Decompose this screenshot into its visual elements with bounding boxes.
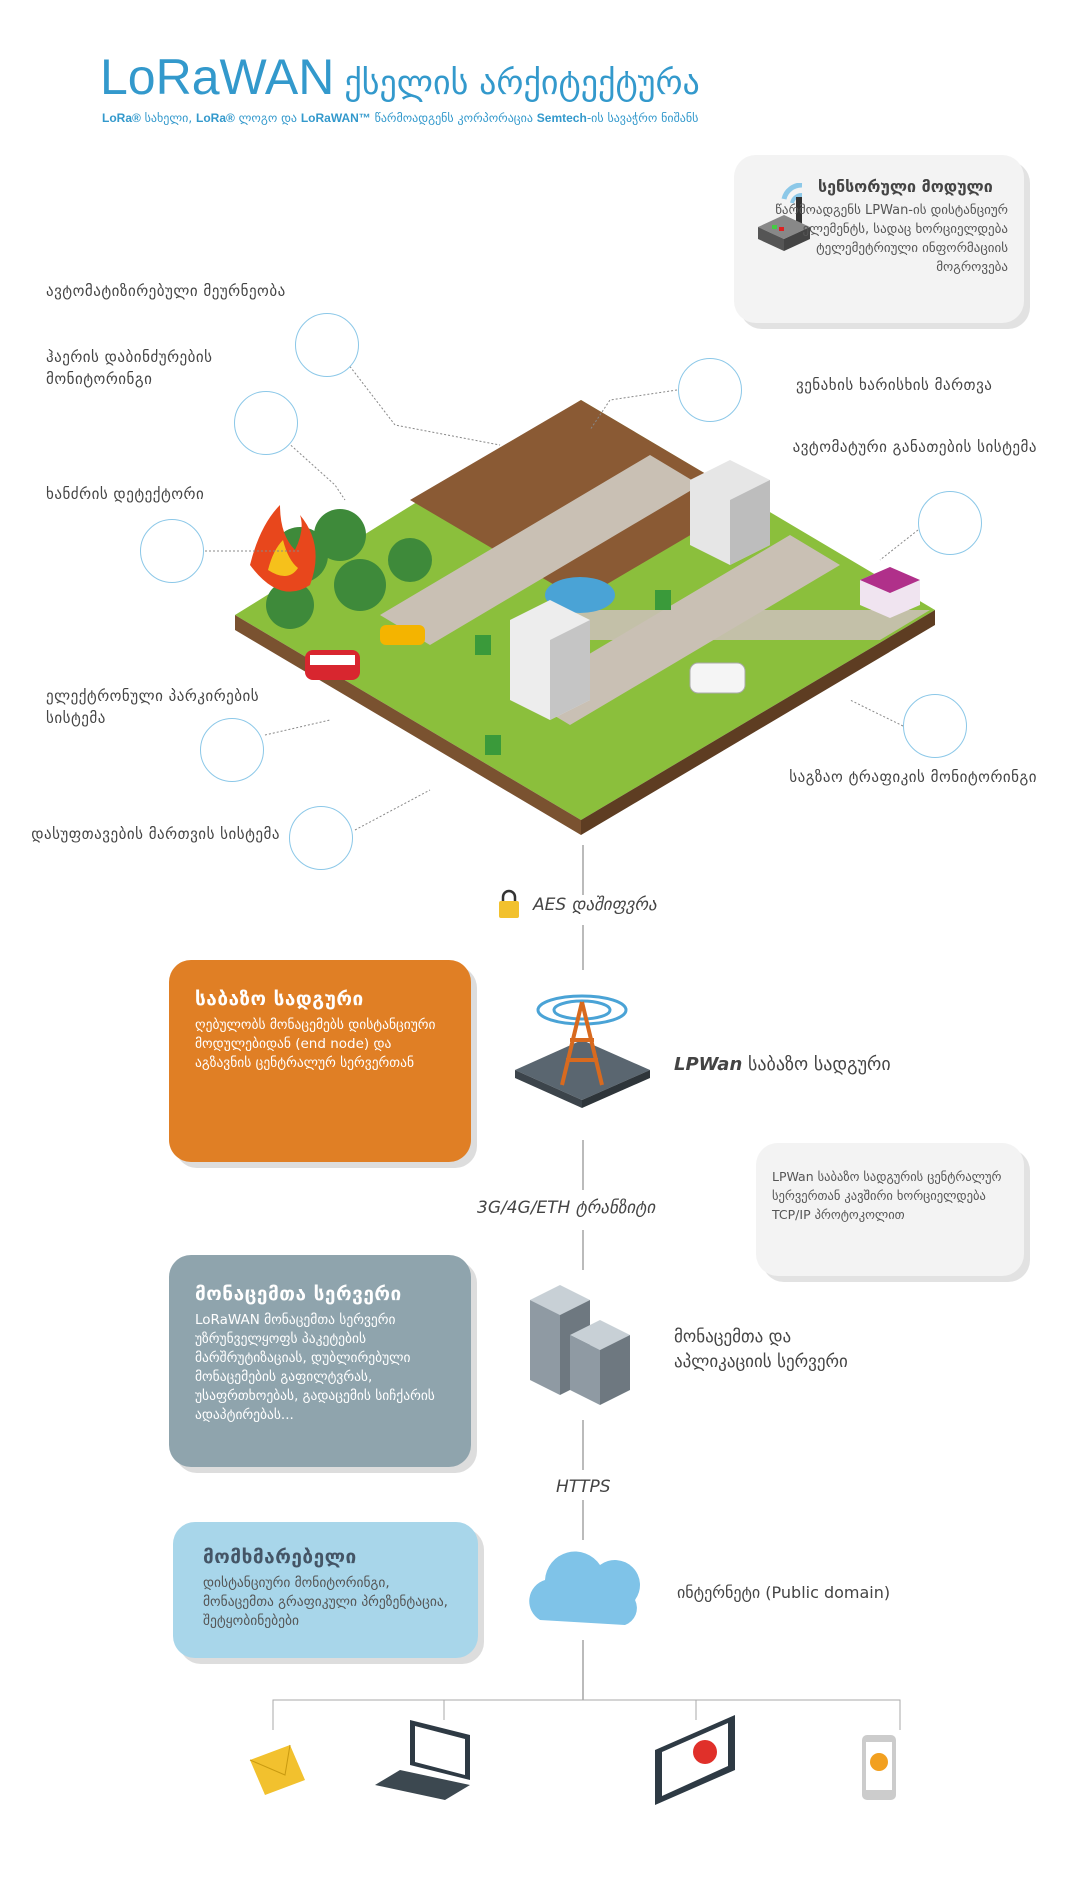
transit-label: 3G/4G/ETH ტრანზიტი — [477, 1198, 656, 1218]
sensor-module-title: სენსორული მოდული — [818, 177, 993, 196]
parking-sensor-icon — [200, 718, 264, 782]
data-server-card: მონაცემთა სერვერი LoRaWAN მონაცემთა სერვ… — [169, 1255, 471, 1467]
tcp-ip-note: LPWan საბაზო სადგურის ცენტრალურ სერვერთა… — [756, 1143, 1024, 1276]
fire-sensor-icon — [140, 519, 204, 583]
data-server-title: მონაცემთა სერვერი — [195, 1283, 402, 1305]
sensor-module-text: წარმოადგენს LPWan-ის დისტანციურ ელემენტს… — [775, 203, 1008, 275]
air-sensor-icon — [234, 391, 298, 455]
label-farming: ავტომატიზირებული მეურნეობა — [46, 282, 286, 300]
label-lighting: ავტომატური განათების სისტემა — [792, 438, 1037, 456]
label-vineyard: ვენახის ხარისხის მართვა — [796, 376, 993, 394]
sensor-module-card: სენსორული მოდული წარმოადგენს LPWan-ის დი… — [734, 155, 1024, 323]
lock-icon — [499, 889, 519, 918]
base-station-label: LPWan საბაზო სადგური — [674, 1054, 891, 1075]
vehicles — [305, 625, 746, 694]
device-tree — [249, 1699, 901, 1805]
server-label: მონაცემთა და აპლიკაციის სერვერი — [674, 1327, 848, 1372]
flow-line — [582, 1230, 584, 1270]
traffic-sensor-icon — [903, 694, 967, 758]
flow-line — [582, 1140, 584, 1190]
sensor-device-icon — [758, 183, 810, 251]
monitor-icon — [655, 1715, 735, 1805]
leader-lines — [205, 359, 919, 831]
fountain — [545, 577, 615, 613]
label-fire-detector: ხანძრის დეტექტორი — [46, 485, 205, 503]
base-station-text: ღებულობს მონაცემებს დისტანციური მოდულები… — [195, 1017, 436, 1071]
internet-label: ინტერნეტი (Public domain) — [677, 1583, 891, 1602]
cloud-icon — [529, 1551, 640, 1625]
base-station-title: საბაზო სადგური — [195, 988, 364, 1010]
user-text: დისტანციური მონიტორინგი, მონაცემთა გრაფი… — [203, 1575, 448, 1629]
smart-city-illustration — [235, 400, 935, 835]
farming-sensor-icon — [295, 313, 359, 377]
aes-label: AES დაშიფვრა — [533, 895, 657, 915]
flow-line — [582, 1420, 584, 1470]
flow-line — [582, 1500, 584, 1540]
label-parking: ელექტრონული პარკირების სისტემა — [46, 687, 260, 727]
flow-line — [582, 925, 584, 970]
lighting-sensor-icon — [918, 491, 982, 555]
label-waste: დასუფთავების მართვის სისტემა — [31, 825, 280, 843]
flow-line — [582, 845, 584, 895]
subtitle: LoRa® სახელი, LoRa® ლოგო და LoRaWAN™ წარ… — [102, 111, 699, 125]
buildings — [510, 460, 920, 720]
laptop-icon — [375, 1720, 470, 1800]
data-server-text: LoRaWAN მონაცემთა სერვერი უზრუნველყოფს პ… — [195, 1312, 435, 1423]
server-rack-icon — [530, 1285, 630, 1405]
user-card: მომხმარებელი დისტანციური მონიტორინგი, მო… — [173, 1522, 478, 1658]
label-air-pollution: ჰაერის დაბინძურების მონიტორინგი — [46, 348, 213, 388]
flow-line — [582, 1640, 584, 1700]
label-traffic: საგზაო ტრაფიკის მონიტორინგი — [789, 768, 1037, 786]
base-station-tower-icon — [515, 994, 650, 1108]
https-label: HTTPS — [556, 1477, 611, 1497]
base-station-card: საბაზო სადგური ღებულობს მონაცემებს დისტა… — [169, 960, 471, 1162]
smartphone-icon — [862, 1735, 896, 1800]
email-envelope-icon — [249, 1744, 305, 1795]
vineyard-sensor-icon — [678, 358, 742, 422]
waste-sensor-icon — [289, 806, 353, 870]
user-title: მომხმარებელი — [203, 1546, 357, 1568]
waste-bins — [475, 590, 671, 755]
